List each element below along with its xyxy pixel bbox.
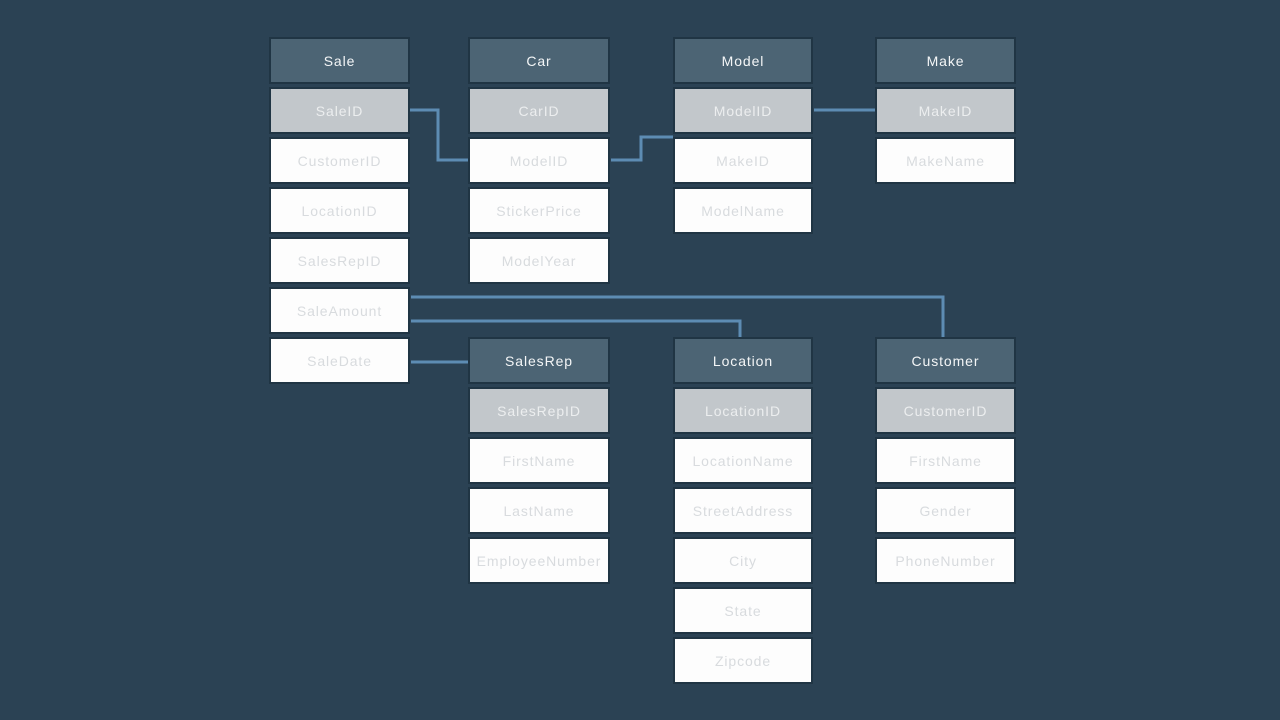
field-location-locationid: LocationID xyxy=(673,387,813,434)
field-sale-saledate: SaleDate xyxy=(269,337,410,384)
connector-sale-locationid-to-location xyxy=(411,319,742,340)
connector-car-modelid-to-model xyxy=(611,135,673,162)
customer-table-header: Customer xyxy=(875,337,1016,384)
field-sale-salesrepid: SalesRepID xyxy=(269,237,410,284)
connector-sale-saleid-to-car xyxy=(410,108,468,162)
field-location-city: City xyxy=(673,537,813,584)
field-location-zipcode: Zipcode xyxy=(673,637,813,684)
field-model-makeid: MakeID xyxy=(673,137,813,184)
field-make-makeid: MakeID xyxy=(875,87,1016,134)
field-location-state: State xyxy=(673,587,813,634)
field-sale-locationid: LocationID xyxy=(269,187,410,234)
make-table-header: Make xyxy=(875,37,1016,84)
model-table-header: Model xyxy=(673,37,813,84)
field-salesrep-employeenumber: EmployeeNumber xyxy=(468,537,610,584)
field-car-modelid: ModelID xyxy=(468,137,610,184)
car-table-header: Car xyxy=(468,37,610,84)
field-sale-saleamount: SaleAmount xyxy=(269,287,410,334)
field-customer-phonenumber: PhoneNumber xyxy=(875,537,1016,584)
field-sale-customerid: CustomerID xyxy=(269,137,410,184)
field-salesrep-firstname: FirstName xyxy=(468,437,610,484)
field-model-modelname: ModelName xyxy=(673,187,813,234)
field-customer-customerid: CustomerID xyxy=(875,387,1016,434)
field-location-streetaddress: StreetAddress xyxy=(673,487,813,534)
field-salesrep-salesrepid: SalesRepID xyxy=(468,387,610,434)
field-salesrep-lastname: LastName xyxy=(468,487,610,534)
field-car-carid: CarID xyxy=(468,87,610,134)
sale-table-header: Sale xyxy=(269,37,410,84)
field-customer-firstname: FirstName xyxy=(875,437,1016,484)
field-customer-gender: Gender xyxy=(875,487,1016,534)
field-car-modelyear: ModelYear xyxy=(468,237,610,284)
field-location-locationname: LocationName xyxy=(673,437,813,484)
field-sale-saleid: SaleID xyxy=(269,87,410,134)
field-make-makename: MakeName xyxy=(875,137,1016,184)
field-model-modelid: ModelID xyxy=(673,87,813,134)
field-car-stickerprice: StickerPrice xyxy=(468,187,610,234)
location-table-header: Location xyxy=(673,337,813,384)
connector-sale-customerid-to-customer xyxy=(411,295,945,340)
salesrep-table-header: SalesRep xyxy=(468,337,610,384)
